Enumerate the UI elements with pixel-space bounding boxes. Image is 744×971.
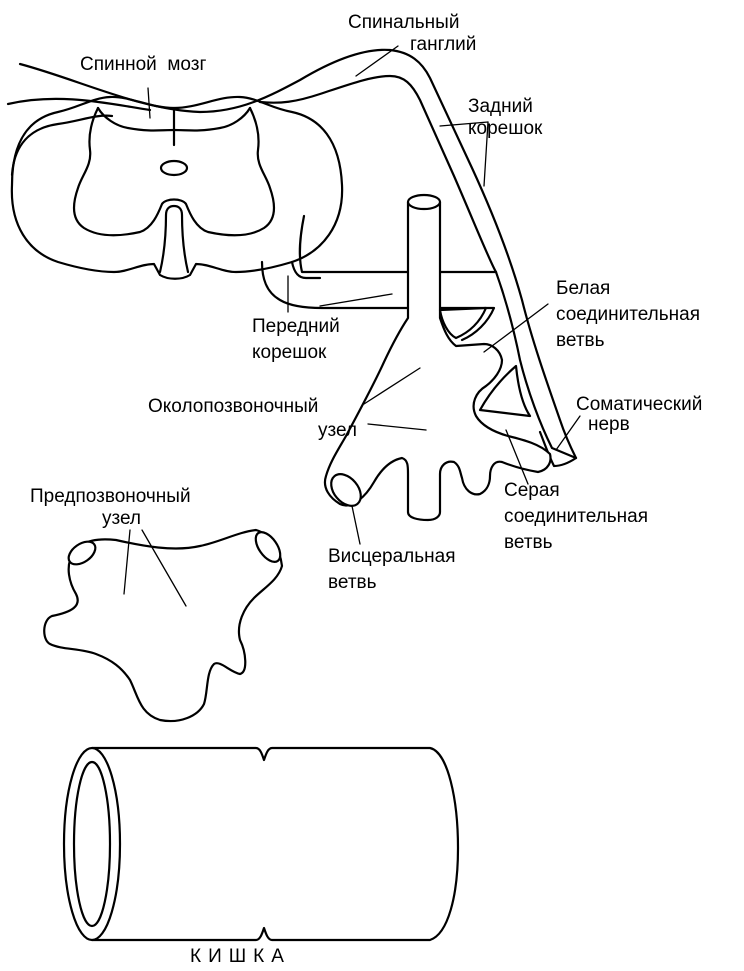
label-white-ramus-line1: Белая <box>556 278 610 299</box>
label-white-ramus-line3: ветвь <box>556 330 605 351</box>
label-somatic-nerve-line2: нерв <box>588 414 630 435</box>
leader-posterior-root-b <box>483 121 489 187</box>
label-prevertebral-line1: Предпозвоночный <box>30 486 191 507</box>
leader-posterior-root-a <box>439 121 489 127</box>
leader-visceral-branch <box>351 505 361 545</box>
leader-paravertebral-a <box>363 367 421 405</box>
leader-white-ramus <box>483 303 549 353</box>
intestine-tube <box>62 746 460 942</box>
paravertebral-node <box>323 193 552 522</box>
leader-spinal-ganglion <box>355 45 399 77</box>
label-prevertebral-line2: узел <box>102 508 141 529</box>
leader-prevertebral-b <box>141 529 187 607</box>
leader-spinal-cord <box>147 87 151 119</box>
label-visceral-branch-line1: Висцеральная <box>328 546 456 567</box>
leader-anterior-root <box>319 293 393 307</box>
leader-prevertebral-a <box>123 529 131 595</box>
leader-lines <box>123 45 581 607</box>
label-anterior-root-line1: Передний <box>252 316 340 337</box>
label-white-ramus-line2: соединительная <box>556 304 700 325</box>
label-posterior-root-line1: Задний <box>468 96 533 117</box>
label-posterior-root-line2: корешок <box>468 118 543 139</box>
label-visceral-branch-line2: ветвь <box>328 572 377 593</box>
label-paravertebral-line1: Околопозвоночный <box>148 396 318 417</box>
label-anterior-root-line2: корешок <box>252 342 327 363</box>
prevertebral-node <box>43 528 284 723</box>
label-spinal-ganglion-line1: Спинальный <box>348 12 459 33</box>
label-somatic-nerve-line1: Соматический <box>576 394 702 415</box>
label-paravertebral-line2: узел <box>318 420 357 441</box>
label-gray-ramus-line2: соединительная <box>504 506 648 527</box>
label-gray-ramus-line1: Серая <box>504 480 560 501</box>
leader-gray-ramus <box>505 429 529 485</box>
label-gray-ramus-line3: ветвь <box>504 532 553 553</box>
labels: Спинной мозг Спинальный ганглий Задний к… <box>30 12 702 967</box>
label-intestine: КИШКА <box>190 946 291 967</box>
label-spinal-ganglion-line2: ганглий <box>410 34 476 55</box>
label-spinal-cord: Спинной мозг <box>80 54 206 75</box>
leader-somatic-nerve <box>555 415 581 451</box>
spinal-cord <box>10 95 344 280</box>
spinal-nerve-pathway <box>6 48 578 468</box>
leader-paravertebral-b <box>367 423 427 431</box>
